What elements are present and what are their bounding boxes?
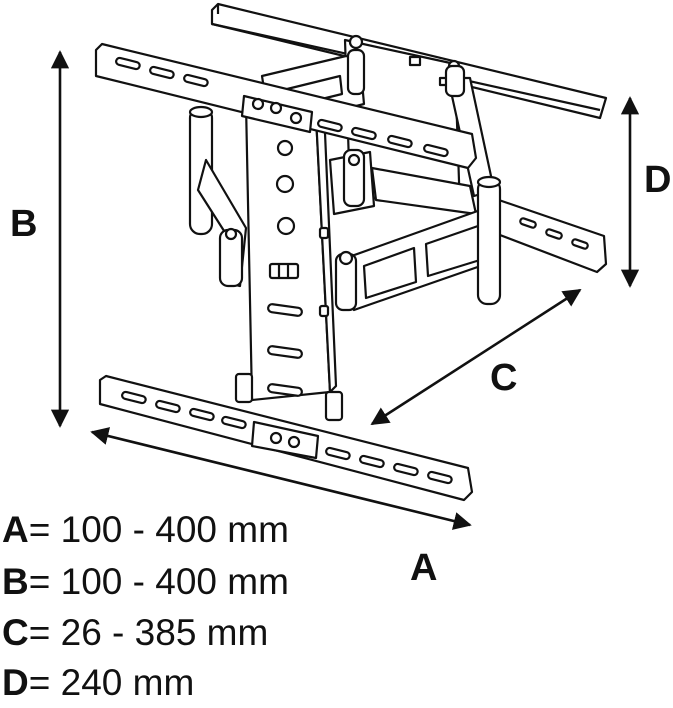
wall-pivot (188, 105, 248, 288)
dimension-arrow-a (90, 427, 472, 530)
spec-key: C (2, 612, 29, 653)
dimension-label-b: B (10, 203, 37, 245)
spec-value: = 100 - 400 mm (28, 509, 289, 550)
spec-value: = 240 mm (28, 662, 195, 703)
dimension-arrows (50, 50, 640, 530)
right-tv-rail (490, 196, 608, 274)
upper-tv-rail (94, 42, 478, 170)
spec-value: = 26 - 385 mm (28, 612, 269, 653)
dimension-label-c: C (490, 357, 517, 399)
spec-row-c: C= 26 - 385 mm (2, 608, 268, 658)
spec-value: = 100 - 400 mm (28, 561, 289, 602)
middle-joint (328, 148, 478, 216)
spec-key: B (2, 561, 29, 602)
dimension-label-d: D (644, 159, 671, 201)
spec-key: A (2, 509, 29, 550)
dimension-arrow-c (370, 288, 582, 426)
spec-row-a: A= 100 - 400 mm (2, 505, 289, 555)
cable-clips (234, 372, 344, 422)
spec-row-d: D= 240 mm (2, 658, 194, 708)
spec-key: D (2, 662, 29, 703)
mount-illustration (94, 2, 608, 502)
wall-plate (244, 102, 338, 402)
spec-row-b: B= 100 - 400 mm (2, 557, 289, 607)
dimension-label-a: A (410, 547, 437, 589)
